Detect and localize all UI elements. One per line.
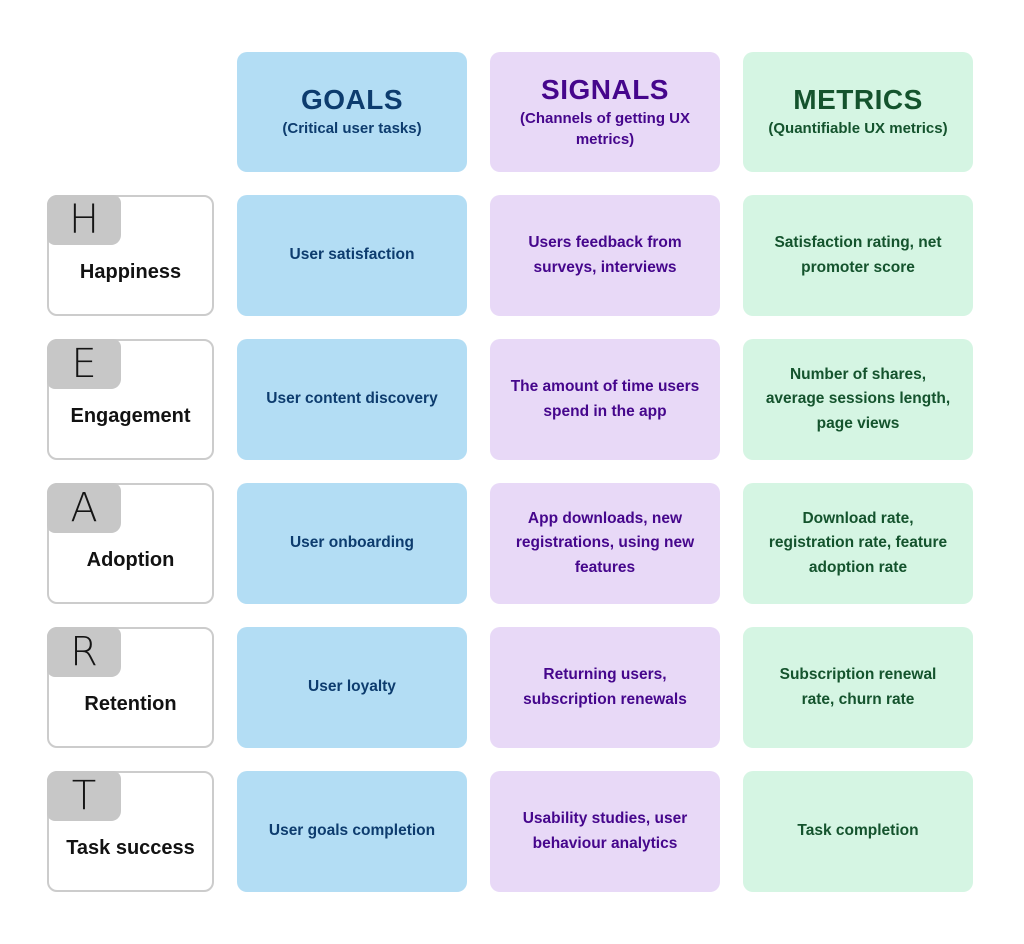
row-name-adoption: Adoption bbox=[86, 549, 175, 571]
signals-subtitle: (Channels of getting UX metrics) bbox=[520, 110, 690, 148]
row-label-retention: R Retention bbox=[47, 627, 214, 748]
row-name-happiness: Happiness bbox=[79, 261, 182, 283]
letter-tab-e: E bbox=[47, 339, 121, 389]
letter-tab-r: R bbox=[47, 627, 121, 677]
column-header-metrics: METRICS (Quantifiable UX metrics) bbox=[743, 52, 973, 172]
row-name-retention: Retention bbox=[84, 693, 177, 715]
letter-tab-a: A bbox=[47, 483, 121, 533]
row-name-engagement: Engagement bbox=[70, 405, 191, 427]
cell-adoption-signals: App downloads, new registrations, using … bbox=[490, 483, 720, 604]
goals-title: GOALS bbox=[300, 84, 404, 116]
row-name-task-success: Task success bbox=[66, 837, 195, 859]
letter-a: A bbox=[70, 485, 98, 531]
signals-title: SIGNALS bbox=[541, 74, 669, 106]
column-header-goals: GOALS (Critical user tasks) bbox=[237, 52, 467, 172]
goals-subtitle: (Critical user tasks) bbox=[282, 120, 422, 138]
cell-task-success-metrics: Task completion bbox=[743, 771, 973, 892]
metrics-subtitle: (Quantifiable UX metrics) bbox=[768, 120, 948, 138]
cell-retention-goals: User loyalty bbox=[237, 627, 467, 748]
cell-engagement-signals: The amount of time users spend in the ap… bbox=[490, 339, 720, 460]
letter-h: H bbox=[68, 197, 100, 243]
letter-t: T bbox=[71, 773, 97, 819]
cell-engagement-goals: User content discovery bbox=[237, 339, 467, 460]
row-label-adoption: A Adoption bbox=[47, 483, 214, 604]
cell-retention-metrics: Subscription renewal rate, churn rate bbox=[743, 627, 973, 748]
cell-happiness-goals: User satisfaction bbox=[237, 195, 467, 316]
letter-tab-t: T bbox=[47, 771, 121, 821]
metrics-title: METRICS bbox=[793, 84, 923, 116]
cell-happiness-metrics: Satisfaction rating, net promoter score bbox=[743, 195, 973, 316]
cell-engagement-metrics: Number of shares, average sessions lengt… bbox=[743, 339, 973, 460]
corner-spacer bbox=[47, 52, 214, 172]
cell-task-success-goals: User goals completion bbox=[237, 771, 467, 892]
letter-r: R bbox=[70, 629, 98, 675]
column-header-signals: SIGNALS (Channels of getting UX metrics) bbox=[490, 52, 720, 172]
cell-happiness-signals: Users feedback from surveys, interviews bbox=[490, 195, 720, 316]
letter-e: E bbox=[71, 341, 97, 387]
cell-task-success-signals: Usability studies, user behaviour analyt… bbox=[490, 771, 720, 892]
cell-adoption-metrics: Download rate, registration rate, featur… bbox=[743, 483, 973, 604]
row-label-engagement: E Engagement bbox=[47, 339, 214, 460]
cell-adoption-goals: User onboarding bbox=[237, 483, 467, 604]
row-label-happiness: H Happiness bbox=[47, 195, 214, 316]
heart-framework-grid: GOALS (Critical user tasks) SIGNALS (Cha… bbox=[47, 52, 973, 892]
letter-tab-h: H bbox=[47, 195, 121, 245]
row-label-task-success: T Task success bbox=[47, 771, 214, 892]
cell-retention-signals: Returning users, subscription renewals bbox=[490, 627, 720, 748]
